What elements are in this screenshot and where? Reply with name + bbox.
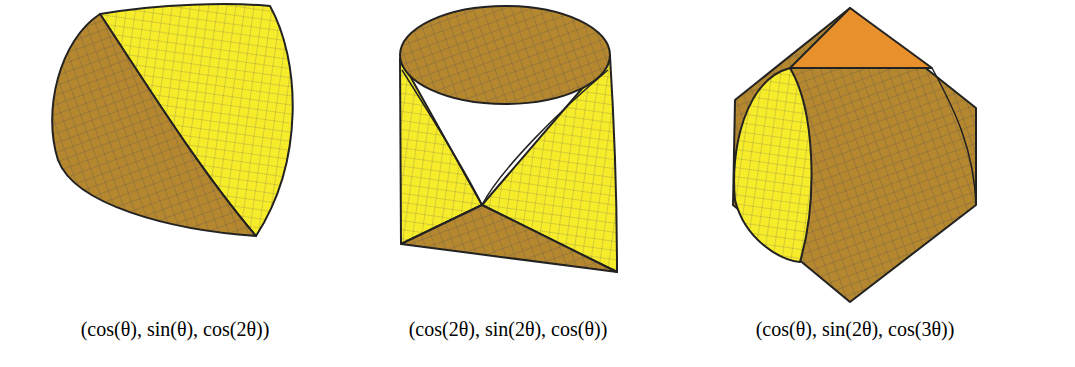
- formula-label: (cos(θ), sin(θ), cos(2θ)): [81, 318, 270, 341]
- surface-1: [52, 4, 293, 236]
- formula-label: (cos(2θ), sin(2θ), cos(θ)): [409, 318, 608, 341]
- surface-2: [400, 6, 617, 272]
- surface-3: [733, 8, 976, 302]
- formula-label: (cos(θ), sin(2θ), cos(3θ)): [756, 318, 955, 341]
